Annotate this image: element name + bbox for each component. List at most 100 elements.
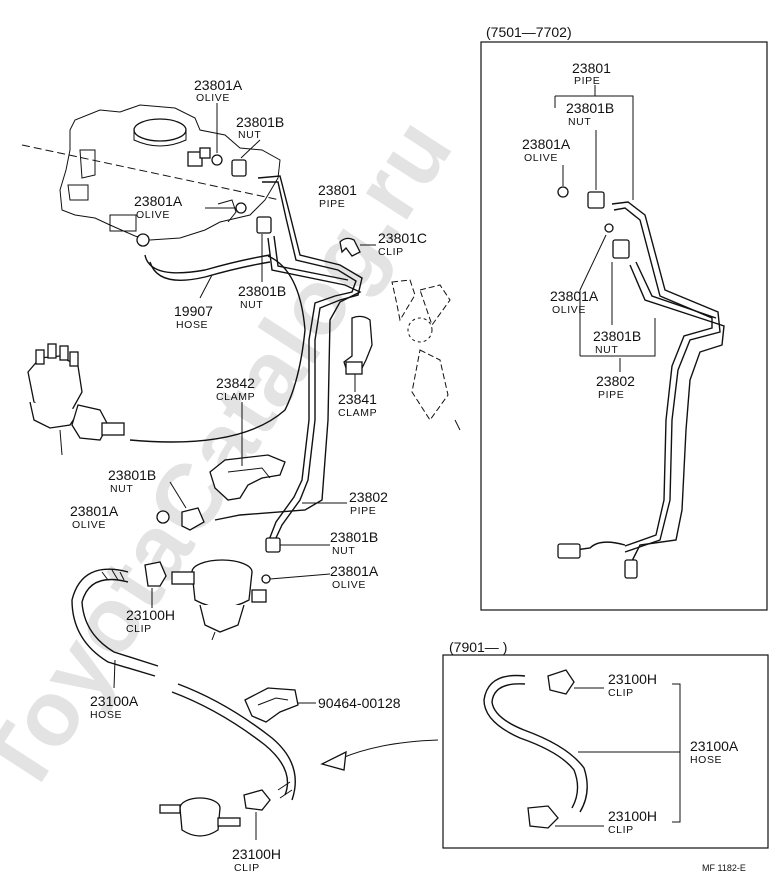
label-clip-bottom: 23100H CLIP	[232, 846, 281, 874]
svg-text:PIPE: PIPE	[319, 198, 345, 210]
clip-23100h-upper-part	[144, 561, 167, 587]
svg-text:OLIVE: OLIVE	[524, 152, 558, 164]
clip-23100h-lower-part	[243, 789, 271, 811]
svg-text:OLIVE: OLIVE	[72, 519, 106, 531]
svg-text:23801A: 23801A	[134, 193, 183, 209]
svg-text:CLIP: CLIP	[378, 246, 404, 258]
svg-text:CLAMP: CLAMP	[216, 391, 255, 403]
svg-text:NUT: NUT	[595, 344, 618, 356]
svg-text:23801A: 23801A	[194, 77, 243, 93]
svg-text:23801B: 23801B	[330, 529, 378, 545]
label-pipe-main: 23801 PIPE	[318, 182, 357, 210]
svg-text:CLIP: CLIP	[234, 862, 260, 874]
hose-19907-drawing	[144, 254, 271, 274]
svg-text:23801A: 23801A	[70, 503, 119, 519]
reference-arrow	[341, 739, 439, 759]
fuel-filter-drawing	[159, 797, 241, 837]
svg-text:PIPE: PIPE	[574, 75, 600, 87]
distributor-drawing	[27, 343, 125, 456]
label-inset-nut-b: 23801B NUT	[593, 328, 641, 356]
svg-text:CLAMP: CLAMP	[338, 407, 377, 419]
label-inset-pipe2: 23802 PIPE	[596, 373, 635, 401]
svg-text:23801B: 23801B	[108, 467, 156, 483]
label-nut-left: 23801B NUT	[108, 467, 156, 495]
svg-text:23801A: 23801A	[330, 563, 379, 579]
svg-text:90464-00128: 90464-00128	[318, 695, 401, 711]
label-clamp-23841: 23841 CLAMP	[338, 391, 377, 419]
label-olive-low: 23801A OLIVE	[330, 563, 379, 591]
nut-mid-part	[256, 216, 272, 234]
svg-text:19907: 19907	[174, 303, 213, 319]
svg-text:23842: 23842	[216, 375, 255, 391]
svg-text:23100H: 23100H	[126, 607, 175, 623]
inset-nut-b-part	[612, 239, 630, 259]
svg-text:OLIVE: OLIVE	[196, 92, 230, 104]
svg-text:23100H: 23100H	[608, 671, 657, 687]
label-inset-olive-a: 23801A OLIVE	[522, 136, 571, 164]
label-clip-c: 23801C CLIP	[378, 230, 427, 258]
olive-top-part	[211, 154, 223, 166]
svg-text:NUT: NUT	[568, 116, 591, 128]
engine-block-drawing	[21, 104, 281, 247]
inset-hose-drawing	[483, 674, 579, 809]
olive-low-part	[261, 574, 271, 584]
svg-text:HOSE: HOSE	[176, 319, 208, 331]
svg-text:23100A: 23100A	[90, 693, 139, 709]
svg-text:CLIP: CLIP	[608, 687, 634, 699]
svg-text:23801A: 23801A	[522, 136, 571, 152]
cooling-fan-drawing	[391, 279, 461, 431]
olive-left-part	[156, 510, 170, 524]
svg-text:PIPE: PIPE	[598, 389, 624, 401]
svg-text:OLIVE: OLIVE	[552, 304, 586, 316]
label-inset-nut-a: 23801B NUT	[566, 100, 614, 128]
inset-nut-a-part	[587, 191, 605, 209]
label-olive-top: 23801A OLIVE	[194, 77, 243, 104]
label-inset-hose: 23100A HOSE	[690, 738, 739, 766]
label-part-90464: 90464-00128	[318, 695, 401, 711]
label-olive-left: 23801A OLIVE	[70, 503, 119, 531]
inset-bottom-range: (7901— )	[449, 639, 507, 655]
inset-7901-frame	[442, 654, 769, 849]
svg-text:CLIP: CLIP	[126, 623, 152, 635]
svg-text:23801: 23801	[572, 60, 611, 76]
svg-text:NUT: NUT	[240, 299, 263, 311]
label-inset-clip-top: 23100H CLIP	[608, 671, 657, 699]
lower-hose-drawing	[171, 691, 289, 796]
label-hose-23100a: 23100A HOSE	[90, 693, 139, 721]
inset-olive-b-part	[604, 223, 614, 233]
svg-text:PIPE: PIPE	[350, 505, 376, 517]
charcoal-canister-drawing	[171, 559, 267, 641]
svg-text:23801B: 23801B	[236, 114, 284, 130]
svg-text:OLIVE: OLIVE	[332, 579, 366, 591]
label-nut-mid: 23801B NUT	[238, 283, 286, 311]
svg-text:OLIVE: OLIVE	[136, 209, 170, 221]
label-pipe-23802: 23802 PIPE	[349, 489, 388, 517]
svg-text:23100H: 23100H	[232, 846, 281, 862]
clamp-23842-part	[209, 454, 286, 501]
label-inset-pipe: 23801 PIPE	[572, 60, 611, 87]
inset-top-pipes	[574, 201, 725, 566]
nut-left-part	[181, 507, 205, 531]
fuel-pipe-bundle	[214, 175, 363, 541]
label-inset-olive-b: 23801A OLIVE	[550, 288, 599, 316]
svg-text:23802: 23802	[596, 373, 635, 389]
svg-text:23841: 23841	[338, 391, 377, 407]
svg-text:23801A: 23801A	[550, 288, 599, 304]
inset-7501-7702-frame	[480, 41, 768, 611]
svg-text:23801B: 23801B	[593, 328, 641, 344]
inset-olive-a-part	[557, 186, 569, 198]
nut-top-part	[231, 159, 247, 177]
svg-text:23100H: 23100H	[608, 808, 657, 824]
label-hose-19907: 19907 HOSE	[174, 303, 213, 331]
svg-text:23100A: 23100A	[690, 738, 739, 754]
diagram-code: MF 1182-E	[702, 863, 746, 873]
inset-top-range: (7501—7702)	[486, 24, 572, 40]
svg-text:NUT: NUT	[110, 483, 133, 495]
svg-text:23801: 23801	[318, 182, 357, 198]
hose-23100a-drawing	[71, 568, 156, 677]
nut-low-part	[265, 537, 281, 553]
label-inset-clip-bot: 23100H CLIP	[608, 808, 657, 836]
svg-text:23802: 23802	[349, 489, 388, 505]
clip-23801c-part	[339, 237, 361, 257]
